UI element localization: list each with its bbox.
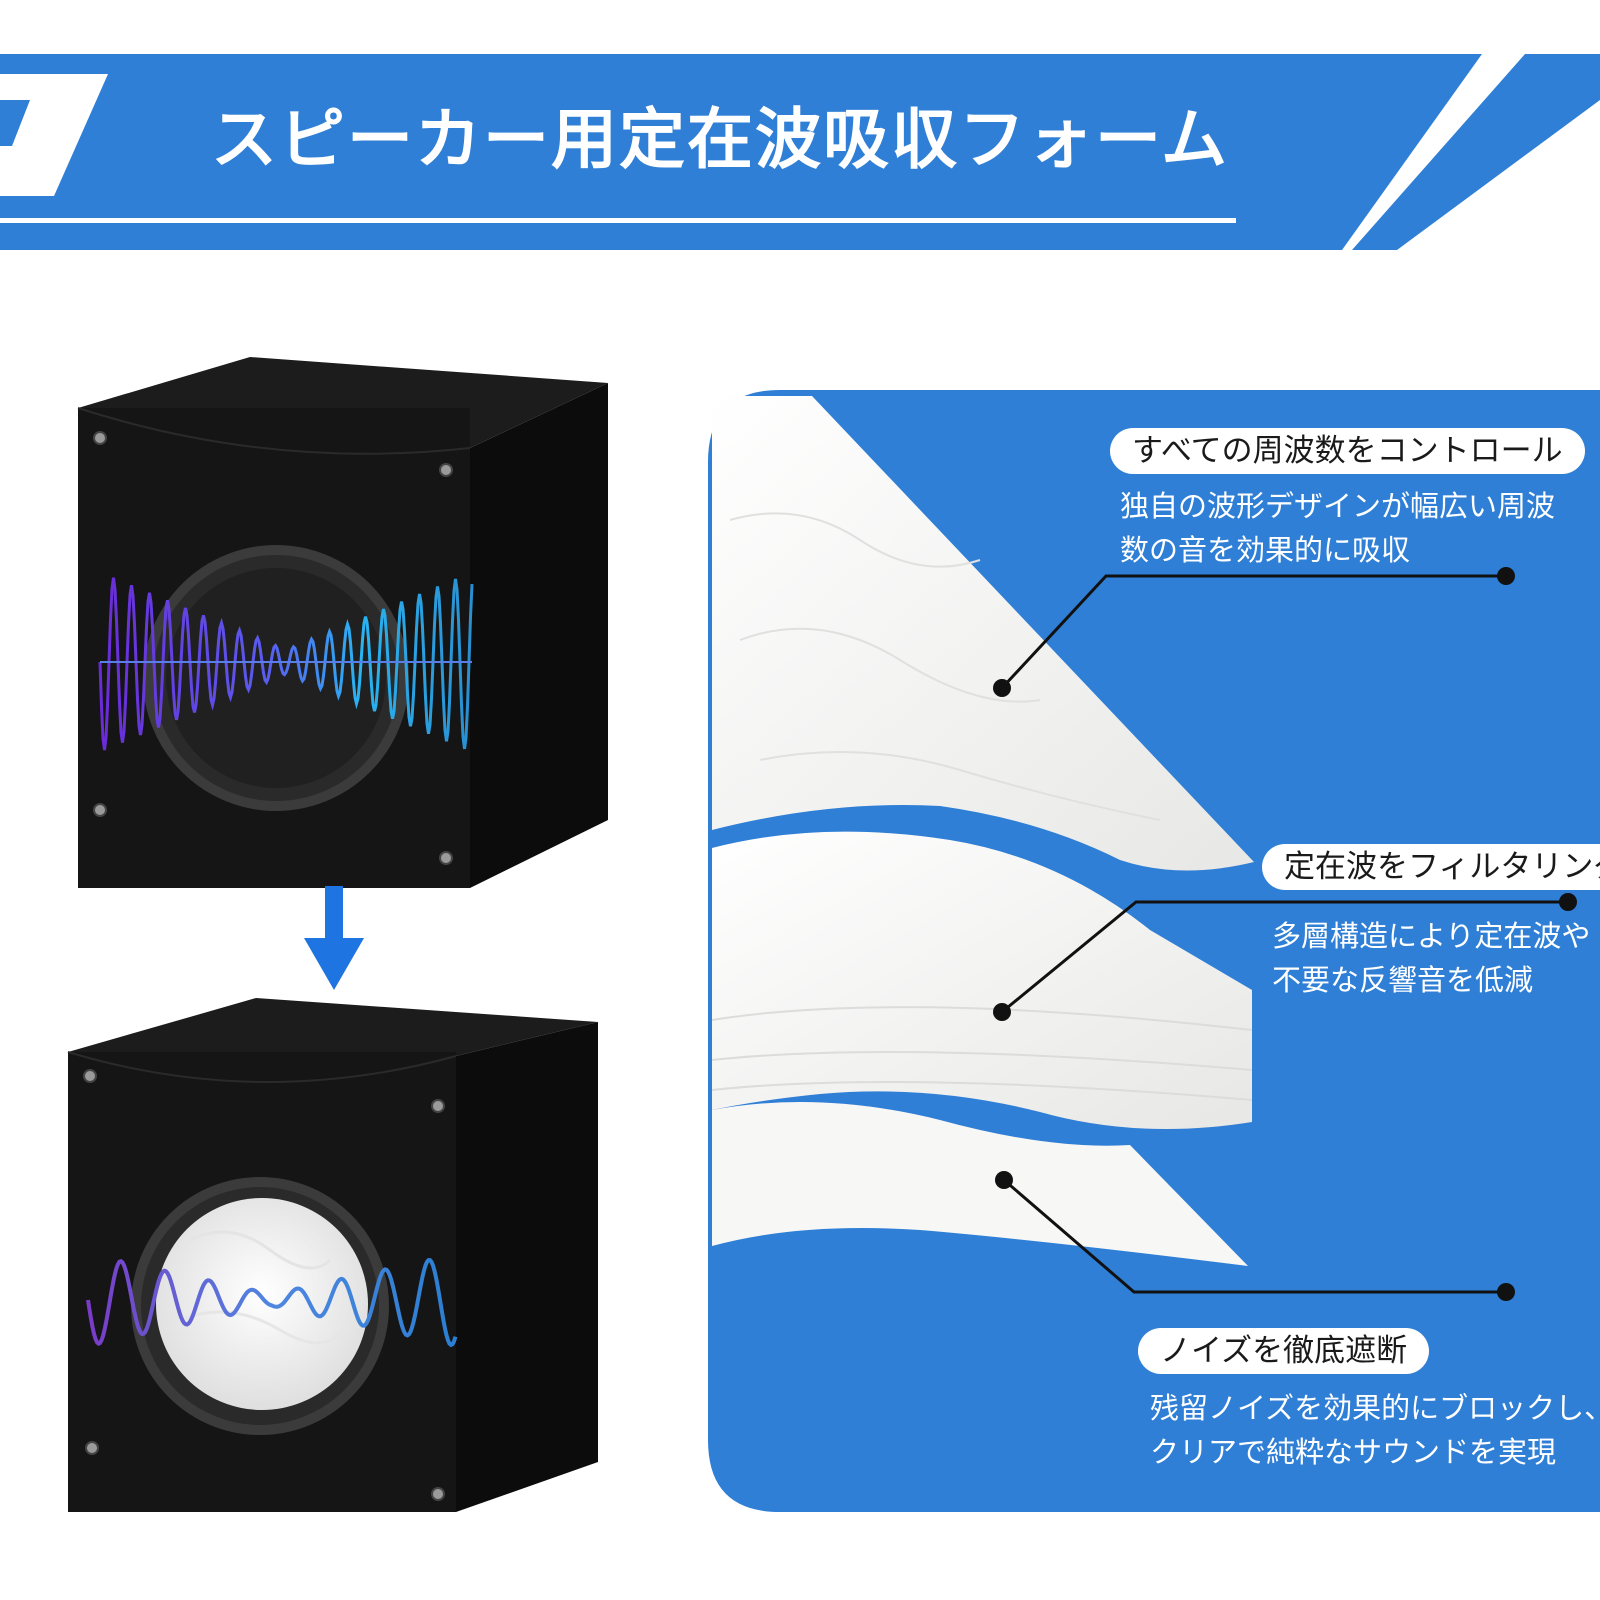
leader-line-1 bbox=[1000, 574, 1506, 690]
banner-background bbox=[0, 54, 1482, 250]
pointer-dot bbox=[1497, 567, 1515, 585]
callout-1-desc-line1: 独自の波形デザインが幅広い周波 bbox=[1120, 489, 1556, 523]
foam-layer-film bbox=[712, 1102, 1248, 1266]
speaker-before bbox=[77, 357, 608, 888]
foam-layer-panel bbox=[708, 390, 1600, 1512]
banner-blue-chip bbox=[0, 100, 30, 146]
leader-line-2 bbox=[1001, 900, 1568, 1014]
sound-wave-filtered bbox=[86, 1258, 458, 1348]
callout-2-title: 定在波をフィルタリング bbox=[1262, 844, 1600, 890]
page-title: スピーカー用定在波吸収フォーム bbox=[210, 101, 1230, 178]
callout-3-desc-line2: クリアで純粋なサウンドを実現 bbox=[1150, 1435, 1557, 1469]
sound-wave-unfiltered bbox=[98, 577, 474, 751]
speaker-after bbox=[67, 998, 598, 1512]
pointer-dot bbox=[995, 1171, 1013, 1189]
pointer-dot bbox=[1559, 893, 1577, 911]
pointer-dot bbox=[1497, 1283, 1515, 1301]
callout-2-desc-line2: 不要な反響音を低減 bbox=[1272, 963, 1534, 997]
banner-underline bbox=[0, 218, 1236, 223]
speaker-comparison bbox=[67, 357, 608, 1512]
callout-2-desc-line1: 多層構造により定在波や bbox=[1272, 919, 1591, 953]
callout-3-title: ノイズを徹底遮断 bbox=[1138, 1328, 1430, 1374]
callout-1-desc-line2: 数の音を効果的に吸収 bbox=[1120, 533, 1411, 567]
callout-1-title: すべての周波数をコントロール bbox=[1110, 428, 1585, 474]
title-banner bbox=[0, 54, 1600, 250]
pointer-dot bbox=[993, 679, 1011, 697]
pointer-dot bbox=[993, 1003, 1011, 1021]
arrow-down-icon bbox=[304, 886, 364, 990]
banner-stripe-right bbox=[1352, 54, 1600, 250]
foam-layer-middle bbox=[712, 831, 1252, 1130]
leader-line-3 bbox=[1003, 1178, 1506, 1294]
callout-3-desc-line1: 残留ノイズを効果的にブロックし、 bbox=[1150, 1391, 1600, 1425]
